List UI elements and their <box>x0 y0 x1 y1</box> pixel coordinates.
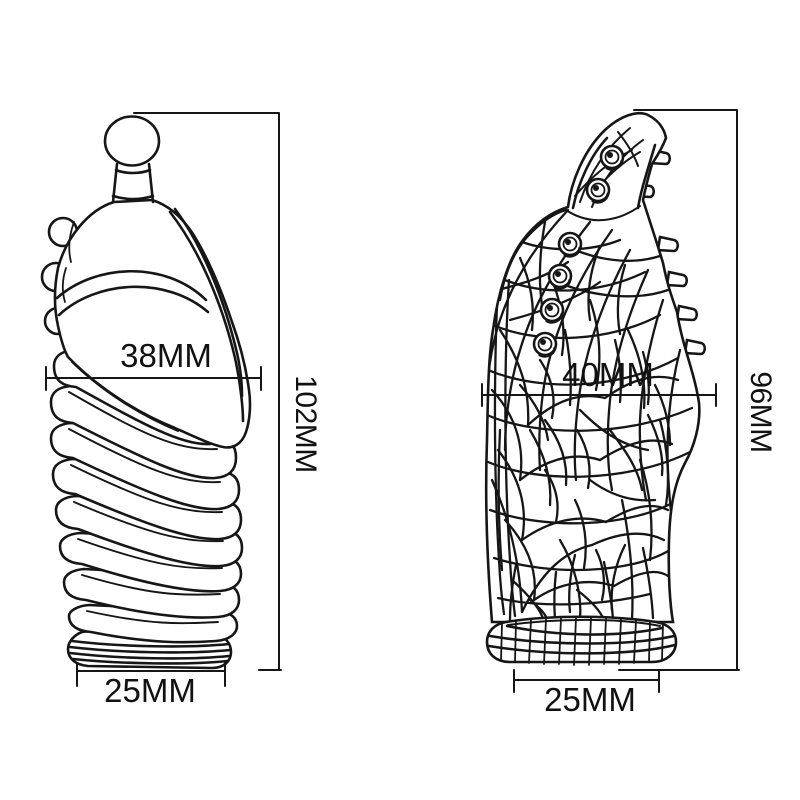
svg-text:25MM: 25MM <box>544 681 636 718</box>
svg-text:25MM: 25MM <box>104 672 196 709</box>
svg-text:38MM: 38MM <box>120 337 212 374</box>
svg-text:40MM: 40MM <box>562 356 654 393</box>
svg-text:96MM: 96MM <box>744 371 777 452</box>
svg-text:102MM: 102MM <box>289 375 322 473</box>
